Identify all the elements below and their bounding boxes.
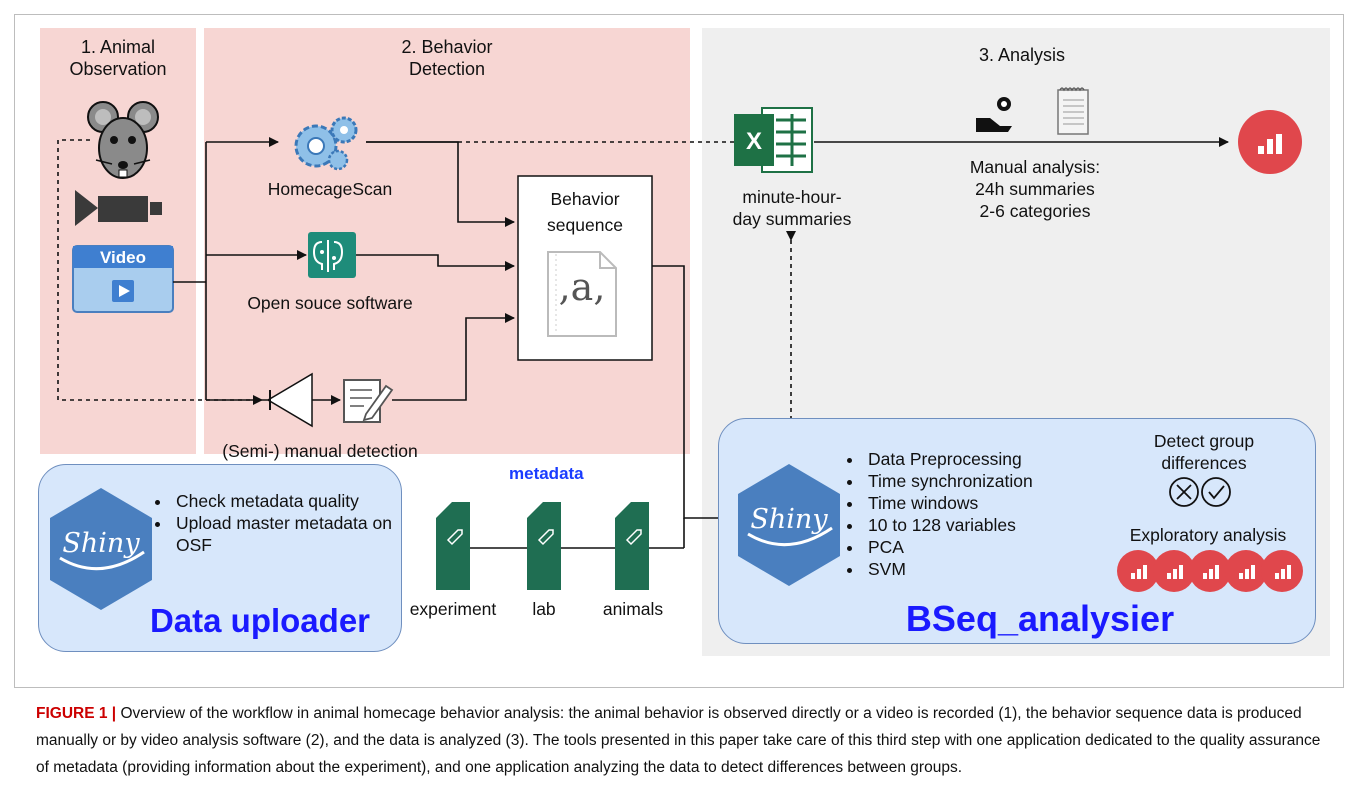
stage-label-analysis: 3. Analysis: [978, 45, 1066, 65]
check-circle-icon: [1201, 477, 1231, 507]
stage-label-animal-observation: 1. Animal Observation: [69, 37, 167, 79]
video-file-icon: [72, 245, 174, 313]
compare-icons: [1169, 477, 1231, 507]
video-label: Video: [100, 248, 146, 267]
shiny-wordmark: Shiny: [62, 528, 140, 559]
exploratory-label: Exploratory analysis: [1129, 525, 1287, 545]
x-circle-icon: [1169, 477, 1199, 507]
tag-icon-lab: [527, 502, 561, 590]
mouse-icon: [87, 101, 159, 179]
manual-detection-label: (Semi-) manual detection: [222, 441, 418, 461]
metadata-item-lab: lab: [532, 599, 556, 619]
figure-number: FIGURE 1: [36, 705, 108, 722]
excel-letter: X: [746, 128, 762, 155]
manual-analysis-label: Manual analysis: 24h summaries 2-6 categ…: [969, 157, 1101, 221]
behavior-sequence-label: Behavior sequence: [547, 189, 623, 235]
shiny-logo-uploader: Shiny: [50, 488, 152, 610]
metadata-item-experiment: experiment: [409, 599, 497, 619]
funnel-icon: [262, 372, 313, 428]
figure-caption: FIGURE 1 | Overview of the workflow in a…: [36, 700, 1336, 781]
edit-document-icon: [343, 379, 394, 423]
shiny-wordmark: Shiny: [750, 504, 828, 535]
notepad-icon: [1057, 87, 1089, 135]
excel-icon: [734, 107, 813, 173]
gears-icon: [294, 116, 358, 171]
homecagescan-label: HomecageScan: [267, 179, 393, 199]
bseq-analysier-title: BSeq_analysier: [905, 598, 1175, 639]
shiny-logo-bseq: Shiny: [738, 464, 840, 586]
uploader-bullet: Check metadata quality: [172, 490, 412, 512]
detect-group-label: Detect group differences: [1153, 431, 1255, 473]
bseq-bullets: Data Preprocessing Time synchronization …: [842, 448, 1084, 580]
data-uploader-title: Data uploader: [149, 602, 371, 639]
results-chart-icon: [1238, 110, 1302, 174]
exploratory-result-icons: [1117, 550, 1303, 592]
caption-text: Overview of the workflow in animal homec…: [36, 705, 1321, 776]
caption-separator: |: [111, 705, 117, 722]
bseq-bullet: Data Preprocessing: [864, 448, 1084, 470]
metadata-item-animals: animals: [602, 599, 664, 619]
hand-gear-icon: [976, 97, 1012, 132]
tag-icon-animals: [615, 502, 649, 590]
video-camera-icon: [75, 190, 162, 226]
stage-label-behavior-detection: 2. Behavior Detection: [401, 37, 493, 79]
brain-circuit-icon: [308, 232, 356, 278]
open-source-label: Open souce software: [247, 293, 413, 313]
bseq-bullet: 10 to 128 variables: [864, 514, 1084, 536]
uploader-bullet: Upload master metadata on OSF: [172, 512, 412, 556]
excel-summaries-label: minute-hour- day summaries: [732, 187, 852, 229]
bseq-bullet: PCA: [864, 536, 1084, 558]
bseq-bullet: SVM: [864, 558, 1084, 580]
bseq-bullet: Time windows: [864, 492, 1084, 514]
diagram-svg: X: [57, 87, 1302, 590]
document-icon: [547, 251, 617, 337]
bseq-bullet: Time synchronization: [864, 470, 1084, 492]
data-uploader-bullets: Check metadata quality Upload master met…: [150, 490, 412, 556]
tag-icon-experiment: [436, 502, 470, 590]
panel-animal-observation: [40, 28, 196, 454]
metadata-heading: metadata: [509, 464, 584, 483]
sequence-glyph: ,a,: [558, 265, 606, 309]
